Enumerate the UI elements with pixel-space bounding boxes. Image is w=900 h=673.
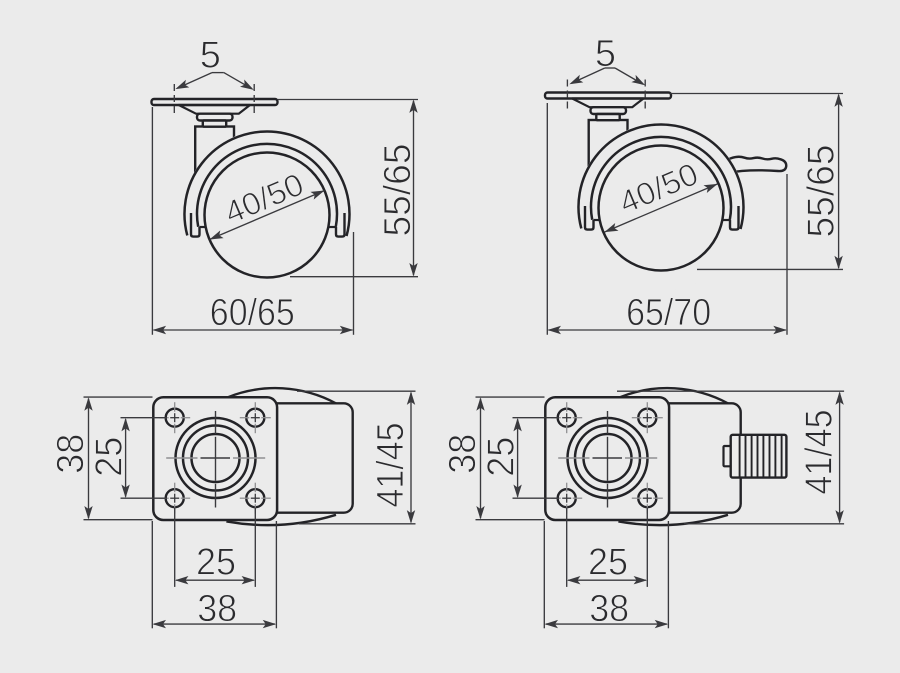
svg-text:38: 38: [442, 434, 484, 474]
svg-text:41/45: 41/45: [799, 410, 841, 495]
svg-text:25: 25: [196, 542, 236, 584]
svg-text:25: 25: [588, 542, 628, 584]
svg-text:41/45: 41/45: [370, 423, 412, 508]
svg-text:65/70: 65/70: [626, 292, 711, 334]
svg-text:5: 5: [200, 35, 221, 77]
svg-text:60/65: 60/65: [210, 292, 295, 334]
svg-text:25: 25: [481, 437, 523, 477]
svg-text:55/65: 55/65: [801, 145, 843, 238]
svg-text:38: 38: [589, 588, 629, 630]
svg-text:5: 5: [595, 33, 616, 75]
svg-text:38: 38: [197, 588, 237, 630]
svg-text:38: 38: [50, 434, 92, 474]
svg-text:55/65: 55/65: [377, 144, 419, 237]
svg-text:25: 25: [89, 437, 131, 477]
